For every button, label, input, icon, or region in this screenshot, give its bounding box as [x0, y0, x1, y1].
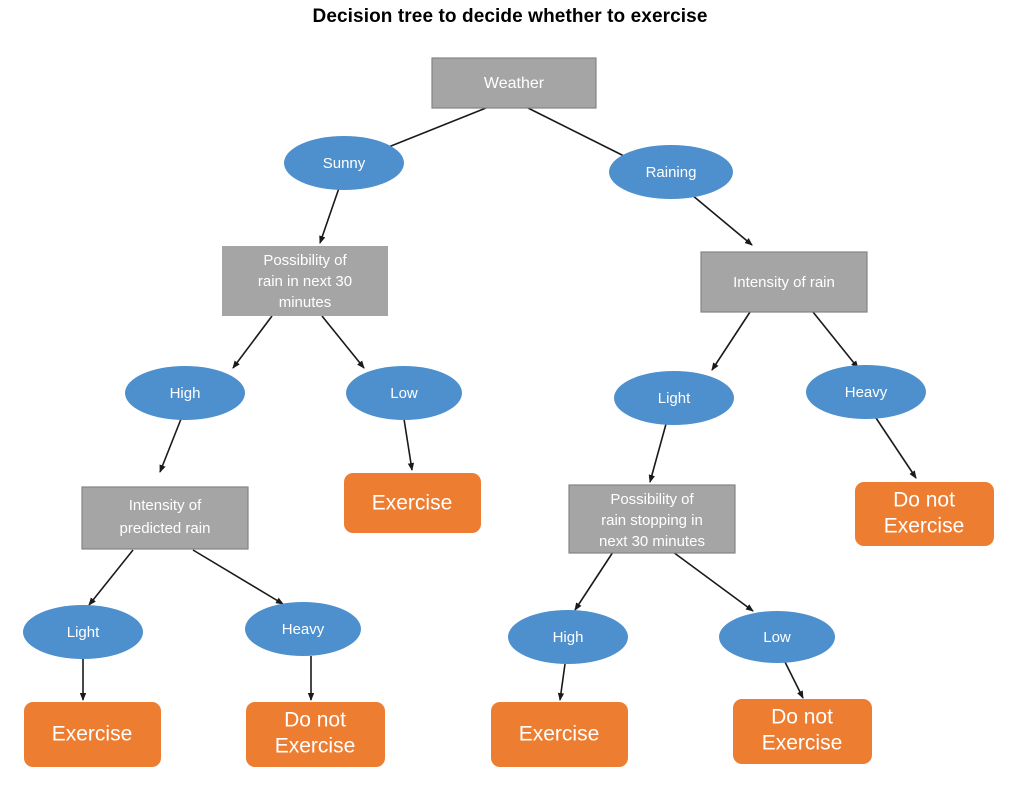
edge-root-sunny — [380, 107, 487, 151]
node-outcome-exercise-low-label: Exercise — [372, 492, 453, 515]
node-pred-heavy-label: Heavy — [282, 621, 325, 638]
node-outcome-do-not-exercise-pred-heavy[interactable]: Do not Exercise — [246, 702, 385, 767]
node-outcome-do-not-exercise-stop-low-label-line2: Exercise — [762, 732, 843, 755]
edge-root-raining — [527, 107, 633, 161]
node-outcome-exercise-stop-high-label: Exercise — [519, 723, 600, 746]
node-stop-low[interactable]: Low — [719, 611, 835, 663]
node-intensity-of-rain-label: Intensity of rain — [733, 274, 835, 291]
node-weather[interactable]: Weather — [431, 57, 597, 109]
edge-intensity-rain-heavy — [812, 311, 859, 369]
node-outcome-do-not-exercise-heavy-label-line2: Exercise — [884, 515, 965, 538]
edge-light-possibility-stopping — [648, 423, 667, 483]
edge-possibility-stopping-high — [574, 551, 614, 611]
node-possibility-of-rain-stopping-label-line1: Possibility of — [610, 491, 694, 508]
node-outcome-do-not-exercise-pred-heavy-label-line1: Do not — [284, 709, 346, 732]
node-raining[interactable]: Raining — [609, 145, 733, 199]
node-possibility-of-rain-label-line2: rain in next 30 — [258, 273, 352, 290]
node-stop-high-label: High — [553, 629, 584, 646]
edge-low-exercise — [403, 418, 415, 471]
node-outcome-do-not-exercise-stop-low[interactable]: Do not Exercise — [733, 699, 872, 764]
node-possibility-of-rain-stopping-label-line3: next 30 minutes — [599, 533, 705, 550]
node-intensity-of-rain[interactable]: Intensity of rain — [700, 251, 868, 313]
node-possibility-of-rain-stopping-label-line2: rain stopping in — [601, 512, 703, 529]
node-outcome-do-not-exercise-stop-low-label-line1: Do not — [771, 706, 833, 729]
node-rain-heavy-label: Heavy — [845, 384, 888, 401]
node-outcome-do-not-exercise-heavy-label-line1: Do not — [893, 489, 955, 512]
node-possibility-of-rain-stopping[interactable]: Possibility of rain stopping in next 30 … — [568, 484, 736, 554]
node-pred-heavy[interactable]: Heavy — [245, 602, 361, 656]
node-outcome-exercise-pred-light-label: Exercise — [52, 723, 133, 746]
node-stop-high[interactable]: High — [508, 610, 628, 664]
node-intensity-of-predicted-rain[interactable]: Intensity of predicted rain — [81, 486, 249, 550]
edge-intensity-predicted-heavy — [192, 549, 284, 605]
node-outcome-do-not-exercise-heavy[interactable]: Do not Exercise — [855, 482, 994, 546]
node-intensity-of-predicted-rain-label-line1: Intensity of — [129, 497, 202, 514]
edge-possibility-rain-high — [232, 315, 273, 369]
edge-stop-low-do-not-exercise — [784, 661, 804, 699]
node-sunny-high-label: High — [170, 385, 201, 402]
node-rain-light-label: Light — [658, 390, 691, 407]
node-sunny-low-label: Low — [390, 385, 418, 402]
node-raining-label: Raining — [646, 164, 697, 181]
edge-intensity-rain-light — [711, 311, 751, 371]
edge-possibility-stopping-low — [672, 551, 754, 612]
edge-intensity-predicted-light — [88, 549, 134, 606]
edge-stop-high-exercise — [557, 663, 566, 701]
node-rain-light[interactable]: Light — [614, 371, 734, 425]
node-outcome-exercise-low[interactable]: Exercise — [344, 473, 481, 533]
edge-heavy-do-not-exercise — [875, 417, 917, 479]
edge-possibility-rain-low — [321, 315, 365, 369]
node-pred-light[interactable]: Light — [23, 605, 143, 659]
node-weather-label: Weather — [484, 75, 545, 92]
edge-raining-intensity-rain — [691, 194, 753, 246]
edge-high-intensity-predicted — [159, 418, 182, 473]
node-possibility-of-rain[interactable]: Possibility of rain in next 30 minutes — [222, 246, 388, 316]
edge-layer — [79, 107, 917, 701]
node-possibility-of-rain-label-line1: Possibility of — [263, 252, 347, 269]
node-intensity-of-predicted-rain-label-line2: predicted rain — [120, 520, 211, 537]
node-sunny[interactable]: Sunny — [284, 136, 404, 190]
node-outcome-do-not-exercise-pred-heavy-label-line2: Exercise — [275, 735, 356, 758]
node-sunny-low[interactable]: Low — [346, 366, 462, 420]
node-possibility-of-rain-label-line3: minutes — [279, 294, 332, 311]
node-sunny-label: Sunny — [323, 155, 366, 172]
edge-sunny-possibility-rain — [319, 187, 340, 244]
page-title: Decision tree to decide whether to exerc… — [312, 6, 708, 27]
node-sunny-high[interactable]: High — [125, 366, 245, 420]
node-outcome-exercise-stop-high[interactable]: Exercise — [491, 702, 628, 767]
node-outcome-exercise-pred-light[interactable]: Exercise — [24, 702, 161, 767]
node-pred-light-label: Light — [67, 624, 100, 641]
node-stop-low-label: Low — [763, 629, 791, 646]
node-rain-heavy[interactable]: Heavy — [806, 365, 926, 419]
